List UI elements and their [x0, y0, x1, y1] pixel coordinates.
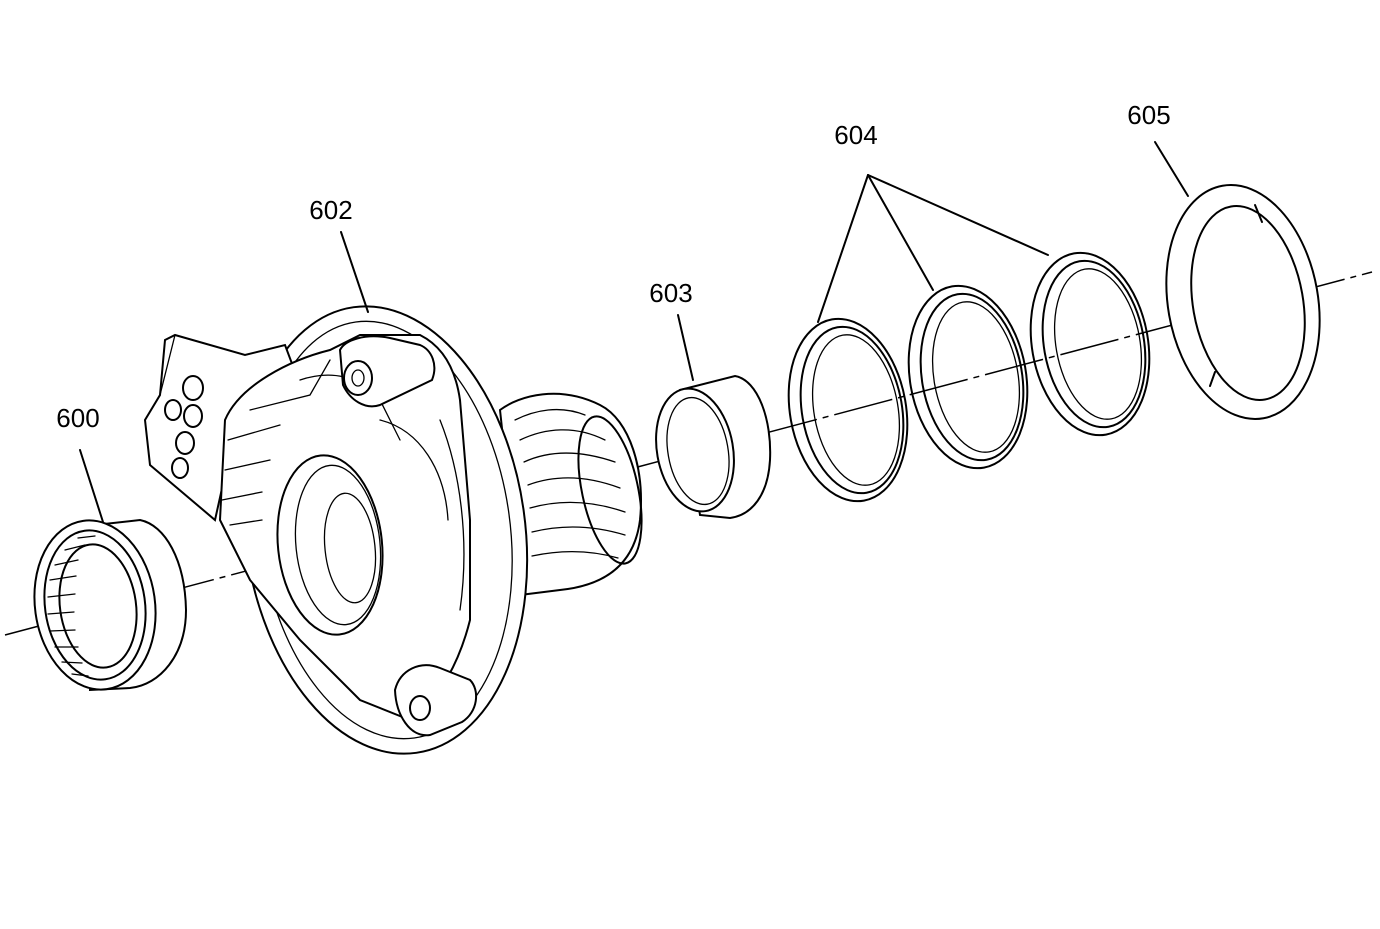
- callout-602: 602: [309, 195, 352, 225]
- callout-600: 600: [56, 403, 99, 433]
- callout-604: 604: [834, 120, 877, 150]
- part-602-housing: [143, 305, 643, 755]
- part-604-seal-ring-3: [1029, 251, 1151, 437]
- part-603-bushing: [655, 374, 772, 520]
- leader-lines: [79, 141, 1189, 523]
- callout-605: 605: [1127, 100, 1170, 130]
- callout-603: 603: [649, 278, 692, 308]
- part-605-thrust-washer: [1165, 184, 1321, 420]
- part-604-seal-ring-1: [787, 317, 909, 503]
- callout-labels: 600 602 603 604 605: [56, 100, 1170, 433]
- part-600-needle-bearing: [33, 518, 188, 692]
- part-604-seal-ring-2: [907, 284, 1029, 470]
